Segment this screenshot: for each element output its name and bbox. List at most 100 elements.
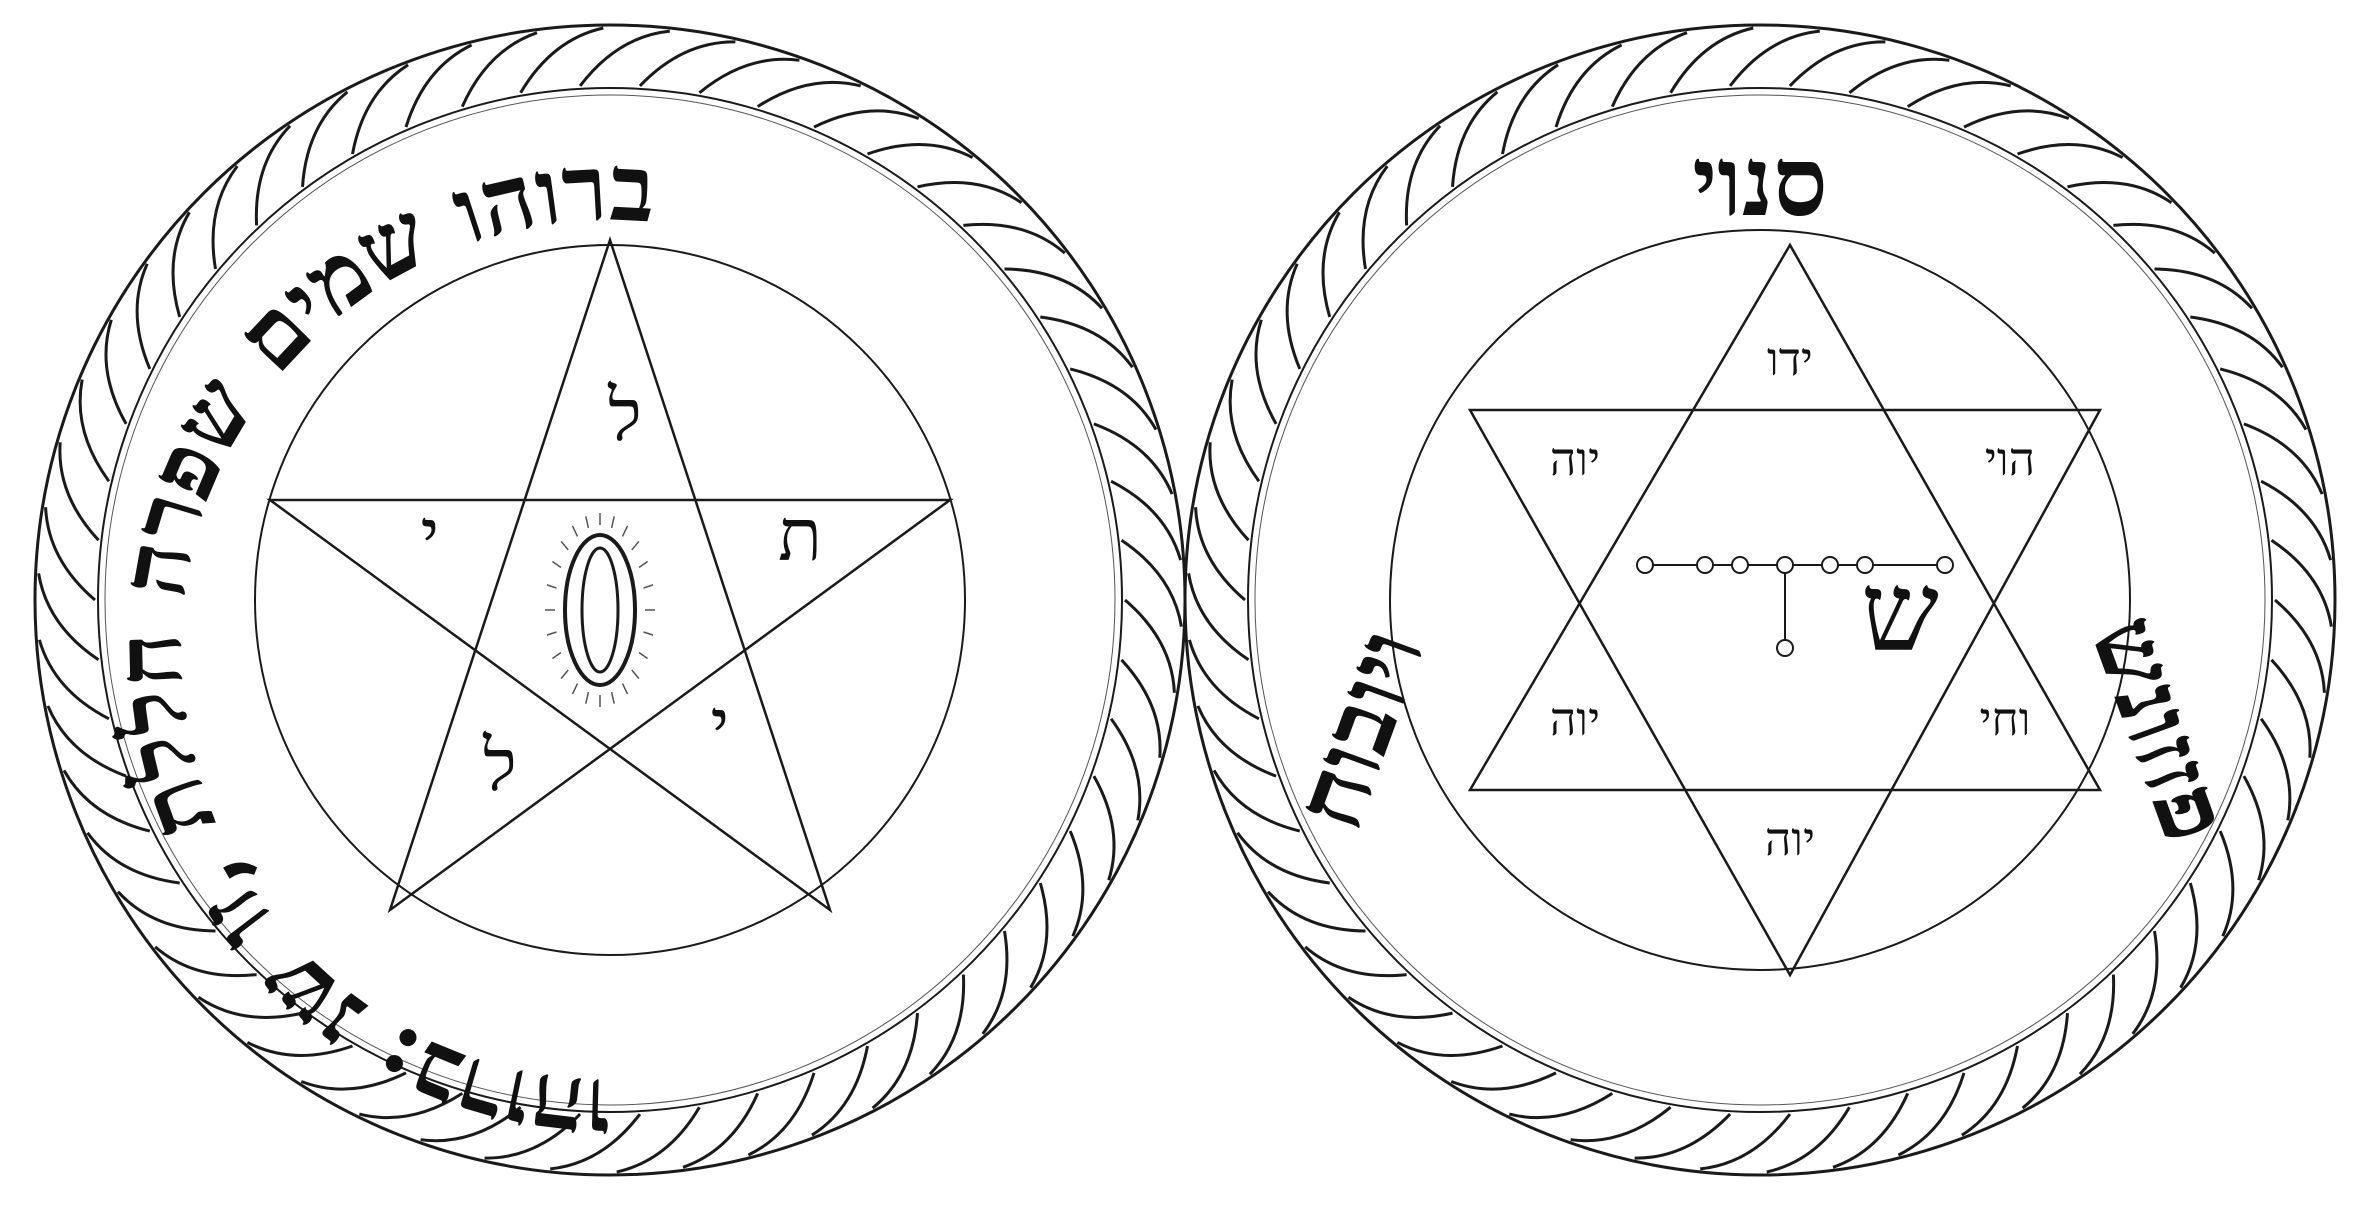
rope-strand bbox=[580, 31, 670, 86]
eye-ray bbox=[632, 670, 639, 679]
rope-strand bbox=[1268, 892, 1366, 931]
rope-strand bbox=[814, 111, 919, 127]
rope-strand bbox=[1671, 28, 1754, 93]
rope-strand bbox=[2275, 600, 2324, 693]
rope-strand bbox=[137, 264, 150, 369]
rope-strand bbox=[1700, 1114, 1790, 1169]
eye-ray bbox=[573, 684, 578, 694]
rope-strand bbox=[2155, 269, 2253, 308]
pentagram-letter-4: ל bbox=[482, 723, 517, 807]
rope-strand bbox=[1635, 1114, 1731, 1158]
rope-strand bbox=[1031, 883, 1047, 988]
rope-strand bbox=[256, 126, 290, 226]
rope-strand bbox=[699, 59, 799, 93]
left-center-circle bbox=[255, 245, 965, 955]
pentagram-letter-1: ל bbox=[607, 373, 642, 457]
eye-ray bbox=[644, 632, 654, 635]
rope-strand bbox=[1287, 264, 1300, 369]
rope-strand bbox=[2272, 540, 2332, 626]
star-label-lower-right: וחי bbox=[1979, 692, 2030, 746]
magic-seal-icon: ש bbox=[1637, 548, 1953, 676]
rope-strand bbox=[918, 183, 1022, 203]
eye-ray bbox=[623, 526, 628, 536]
rope-strand bbox=[1256, 320, 1276, 424]
eye-ray bbox=[612, 516, 615, 528]
right-left-word: ויובוח bbox=[1271, 614, 1446, 842]
rope-strand bbox=[1125, 600, 1174, 693]
rope-strand bbox=[2080, 975, 2114, 1075]
star-label-lower-left: יוה bbox=[1550, 692, 1600, 746]
eye-ray bbox=[644, 585, 654, 588]
rope-strand bbox=[1964, 111, 2069, 127]
rope-strand bbox=[39, 573, 99, 659]
eye-ray bbox=[586, 692, 589, 704]
rope-strand bbox=[1230, 380, 1259, 482]
rope-strand bbox=[80, 380, 109, 482]
rope-strand bbox=[640, 42, 736, 86]
rope-strand bbox=[1094, 776, 1114, 880]
right-inner-rim bbox=[1248, 88, 2272, 1112]
rope-strand bbox=[1730, 31, 1820, 86]
eye-ray bbox=[639, 562, 648, 568]
rope-strand bbox=[1397, 1042, 1502, 1055]
pentagram-letter-5: י bbox=[711, 683, 730, 767]
rope-strand bbox=[106, 320, 126, 424]
right-right-word: פזזונש bbox=[2069, 601, 2254, 855]
eye-ray bbox=[639, 653, 648, 659]
rope-strand bbox=[868, 145, 973, 158]
rope-strand bbox=[930, 975, 964, 1075]
left-seal: ברוהו שמים שפרה חללת ,זו שנ :ברוהו ל ת י… bbox=[35, 25, 1185, 1175]
eye-ray bbox=[561, 670, 568, 679]
eye-ray bbox=[552, 653, 561, 659]
star-label-upper-left: יוה bbox=[1550, 432, 1600, 486]
eye-ray bbox=[547, 585, 557, 588]
rope-strand bbox=[1767, 1107, 1850, 1172]
rope-strand bbox=[1406, 126, 1440, 226]
rope-strand bbox=[1349, 997, 1453, 1017]
eye-ray bbox=[573, 526, 578, 536]
eye-ray bbox=[552, 562, 561, 568]
rope-strand bbox=[1849, 59, 1949, 93]
right-inner-rim-2 bbox=[1255, 95, 2265, 1105]
rope-strand bbox=[2261, 719, 2290, 821]
pentagram-letter-2: ת bbox=[778, 493, 822, 577]
pentagram bbox=[270, 240, 950, 910]
right-seal: סנוי ויובוח פזזונש ידו הוי יוה וחי יוה י… bbox=[1185, 25, 2335, 1175]
rope-strand bbox=[1571, 1107, 1671, 1141]
rope-strand bbox=[2220, 369, 2306, 430]
star-label-bottom: יוה bbox=[1765, 812, 1815, 866]
star-label-upper-right: הוי bbox=[1985, 432, 2035, 486]
rope-strand bbox=[1189, 573, 1249, 659]
rope-strand bbox=[2244, 776, 2264, 880]
rope-strand bbox=[1509, 1093, 1612, 1117]
rope-strand bbox=[2068, 183, 2172, 203]
rope-strand bbox=[1005, 269, 1103, 308]
right-center-circle bbox=[1390, 230, 2130, 970]
rope-strand bbox=[1122, 540, 1182, 626]
rope-strand bbox=[2181, 883, 2197, 988]
rope-strand bbox=[2220, 831, 2233, 936]
rope-strand bbox=[1790, 42, 1886, 86]
eye-icon bbox=[545, 513, 655, 707]
eye-ray bbox=[623, 684, 628, 694]
rope-strand bbox=[46, 507, 95, 600]
seal-script: ש bbox=[1861, 548, 1939, 676]
pentagram-letter-3: י bbox=[421, 493, 440, 577]
eye-ray bbox=[632, 541, 639, 550]
eye-ray bbox=[586, 516, 589, 528]
star-label-top: ידו bbox=[1767, 332, 1813, 386]
rope-strand bbox=[1111, 719, 1140, 821]
rope-strand bbox=[758, 82, 861, 106]
eye-ray bbox=[612, 692, 615, 704]
rope-strand bbox=[2018, 145, 2123, 158]
eye-ray bbox=[561, 541, 568, 550]
eye-ray bbox=[547, 632, 557, 635]
left-ring-text: ברוהו שמים שפרה חללת ,זו שנ :ברוהו bbox=[94, 134, 657, 1167]
rope-strand bbox=[1908, 82, 2011, 106]
rope-strand bbox=[1070, 369, 1156, 430]
rope-strand bbox=[1196, 507, 1245, 600]
rope-strand bbox=[521, 28, 604, 93]
rope-strand bbox=[1451, 1073, 1556, 1089]
